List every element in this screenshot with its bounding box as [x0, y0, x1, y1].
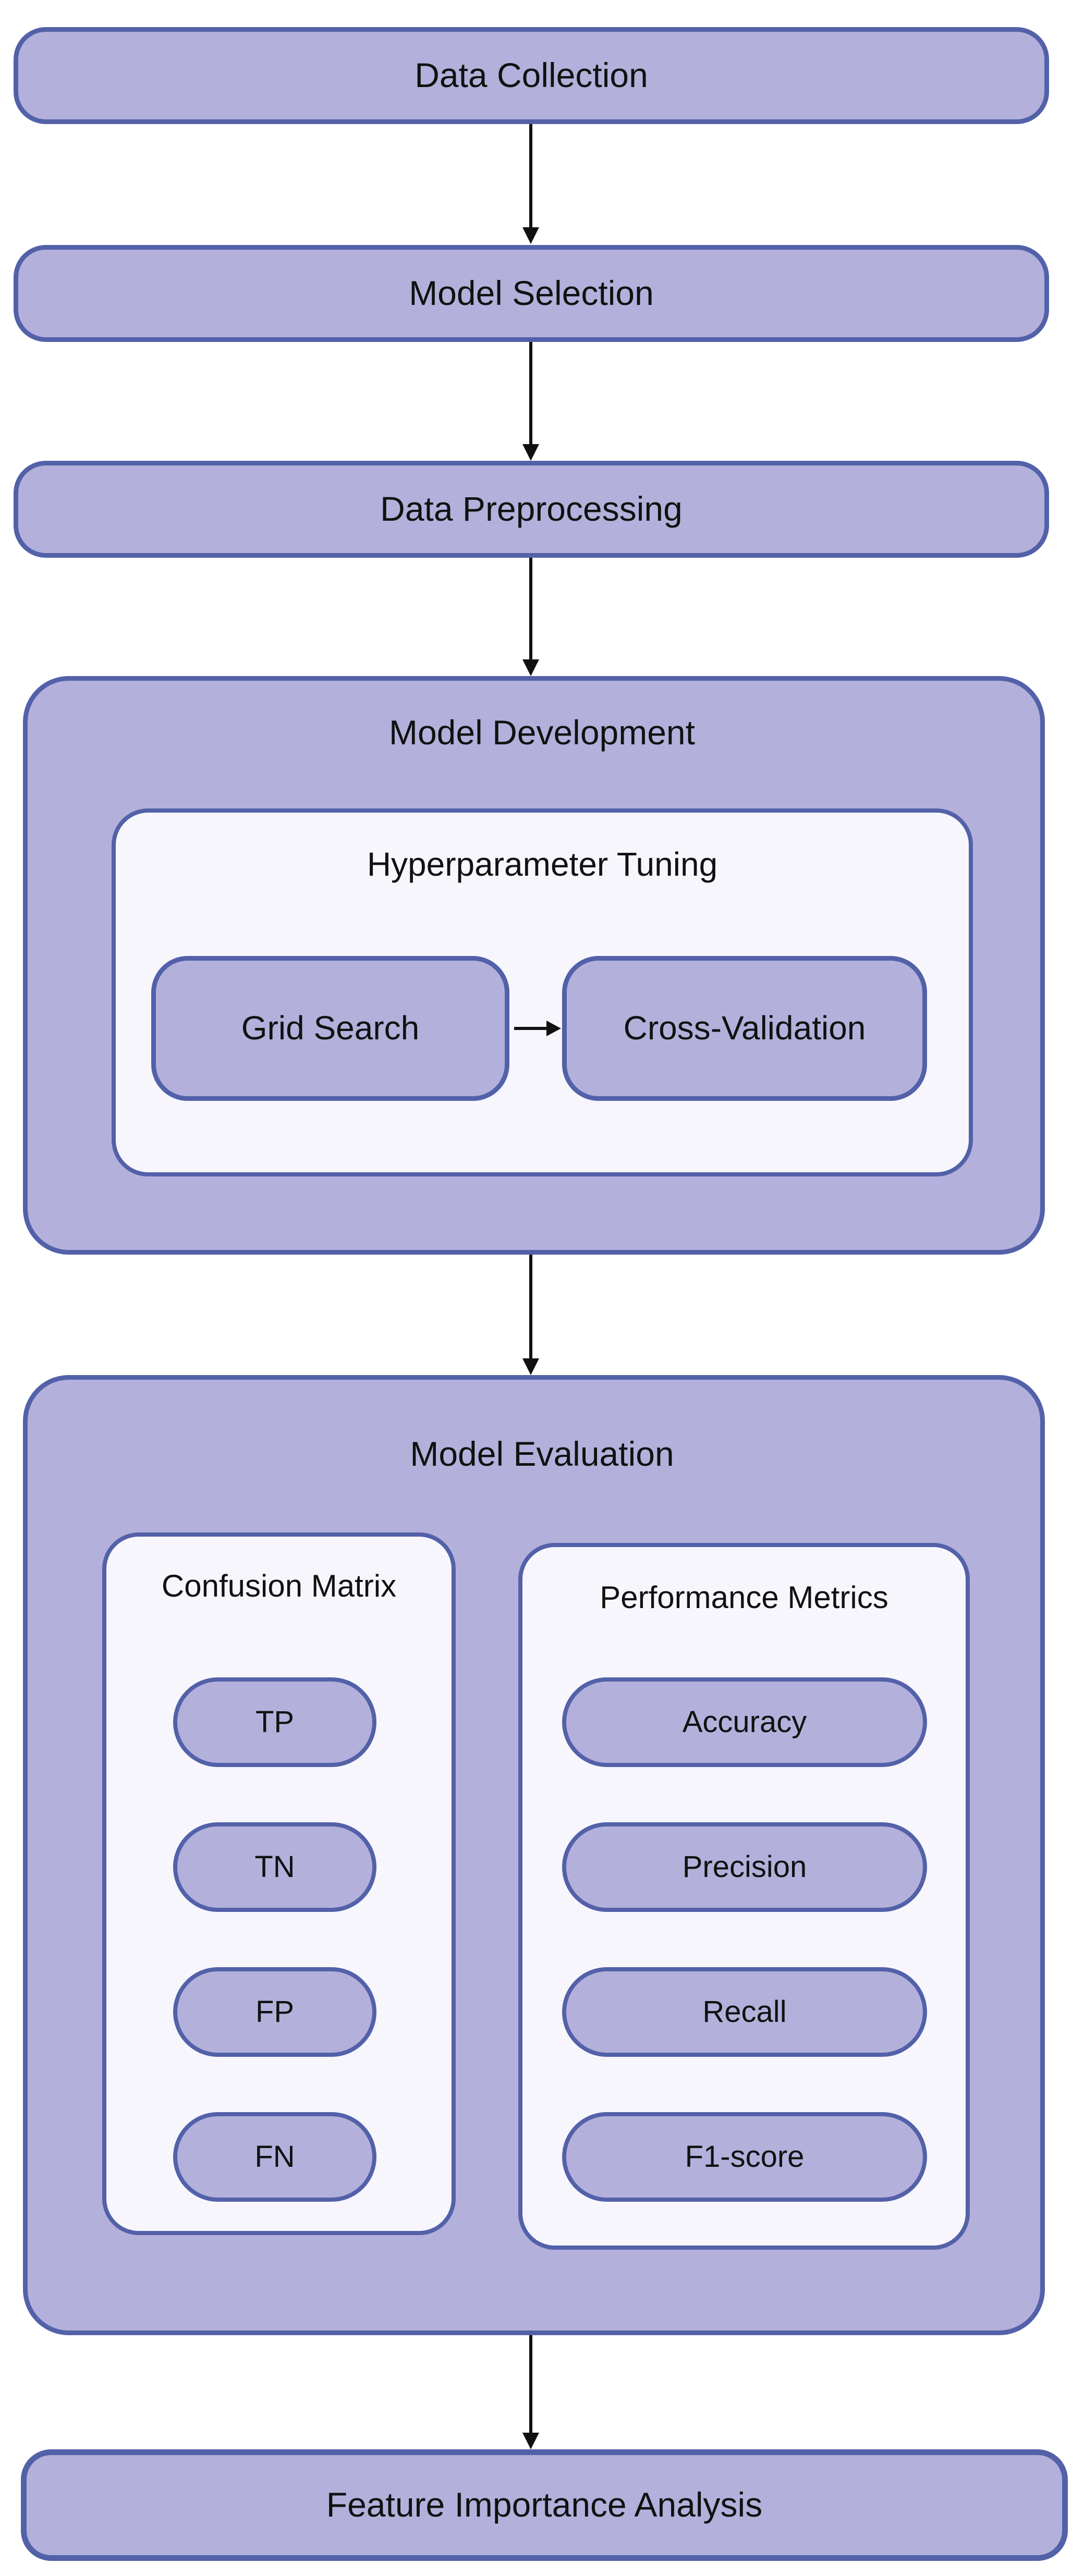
node-data-collection: Data Collection — [14, 27, 1049, 124]
node-cross-validation-label: Cross-Validation — [623, 1009, 866, 1047]
node-f1-score: F1-score — [562, 2112, 927, 2202]
arrow-model-development-to-model-evaluation — [529, 1255, 532, 1358]
node-tn: TN — [173, 1822, 376, 1912]
node-accuracy: Accuracy — [562, 1677, 927, 1767]
group-title-model-development: Model Development — [389, 713, 695, 752]
panel-title-hyperparameter-tuning: Hyperparameter Tuning — [367, 845, 718, 883]
node-precision-label: Precision — [682, 1849, 807, 1884]
node-tn-label: TN — [254, 1849, 295, 1884]
node-model-selection: Model Selection — [14, 245, 1049, 342]
arrow-data-preprocessing-to-model-development — [529, 558, 532, 659]
node-tp: TP — [173, 1677, 376, 1767]
node-feature-importance-analysis-label: Feature Importance Analysis — [326, 2485, 763, 2524]
node-data-preprocessing-label: Data Preprocessing — [380, 489, 683, 529]
arrow-data-collection-to-model-selection — [529, 124, 532, 227]
node-fp-label: FP — [255, 1994, 295, 2029]
node-accuracy-label: Accuracy — [682, 1704, 807, 1739]
node-model-selection-label: Model Selection — [409, 274, 654, 313]
node-fn-label: FN — [254, 2139, 295, 2174]
node-fp: FP — [173, 1967, 376, 2057]
node-cross-validation: Cross-Validation — [562, 956, 927, 1101]
panel-title-confusion-matrix: Confusion Matrix — [161, 1568, 397, 1603]
node-recall-label: Recall — [702, 1994, 787, 2029]
panel-title-performance-metrics: Performance Metrics — [600, 1580, 888, 1615]
arrow-model-evaluation-to-feature-importance — [529, 2335, 532, 2433]
arrow-grid-search-to-cross-validation — [514, 1027, 546, 1030]
node-grid-search-label: Grid Search — [241, 1009, 420, 1047]
node-tp-label: TP — [255, 1704, 295, 1739]
node-precision: Precision — [562, 1822, 927, 1912]
node-data-preprocessing: Data Preprocessing — [14, 461, 1049, 558]
node-f1-score-label: F1-score — [685, 2139, 805, 2174]
node-fn: FN — [173, 2112, 376, 2202]
arrow-model-selection-to-data-preprocessing — [529, 342, 532, 444]
node-recall: Recall — [562, 1967, 927, 2057]
node-data-collection-label: Data Collection — [415, 56, 648, 95]
node-grid-search: Grid Search — [151, 956, 509, 1101]
node-feature-importance-analysis: Feature Importance Analysis — [21, 2449, 1068, 2561]
group-title-model-evaluation: Model Evaluation — [410, 1434, 674, 1473]
